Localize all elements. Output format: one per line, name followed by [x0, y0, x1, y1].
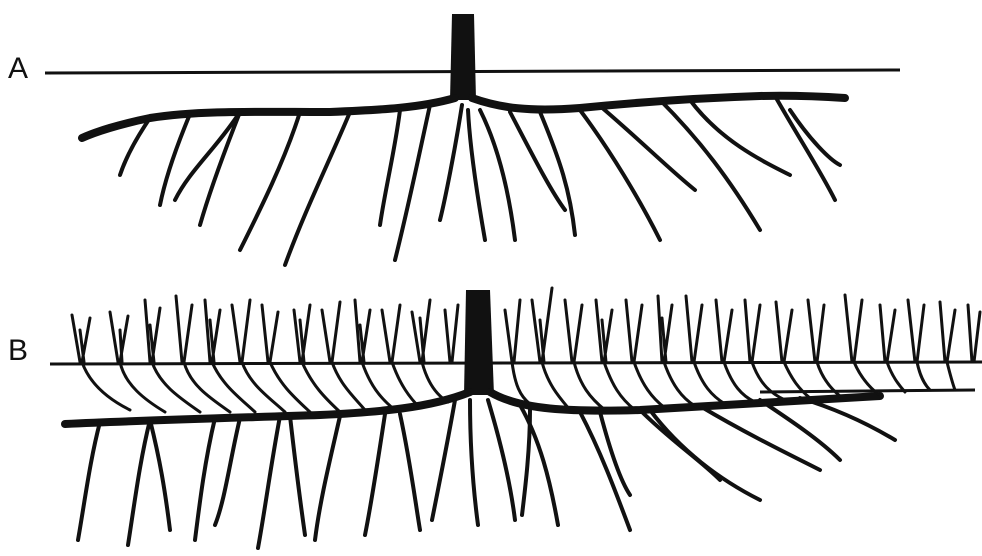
- stem-a: [450, 14, 476, 100]
- secondary-roots-a: [120, 96, 840, 265]
- soil-surface-line-b-lower: [760, 390, 975, 392]
- panel-b-illustration: [50, 288, 982, 548]
- lateral-root-a-right: [472, 96, 845, 110]
- stem-b: [464, 290, 494, 395]
- panel-a-illustration: [45, 14, 900, 265]
- tiller-shoots-b: [72, 288, 980, 362]
- soil-surface-line-b-upper: [50, 362, 982, 364]
- rhizome-b-right: [490, 392, 880, 411]
